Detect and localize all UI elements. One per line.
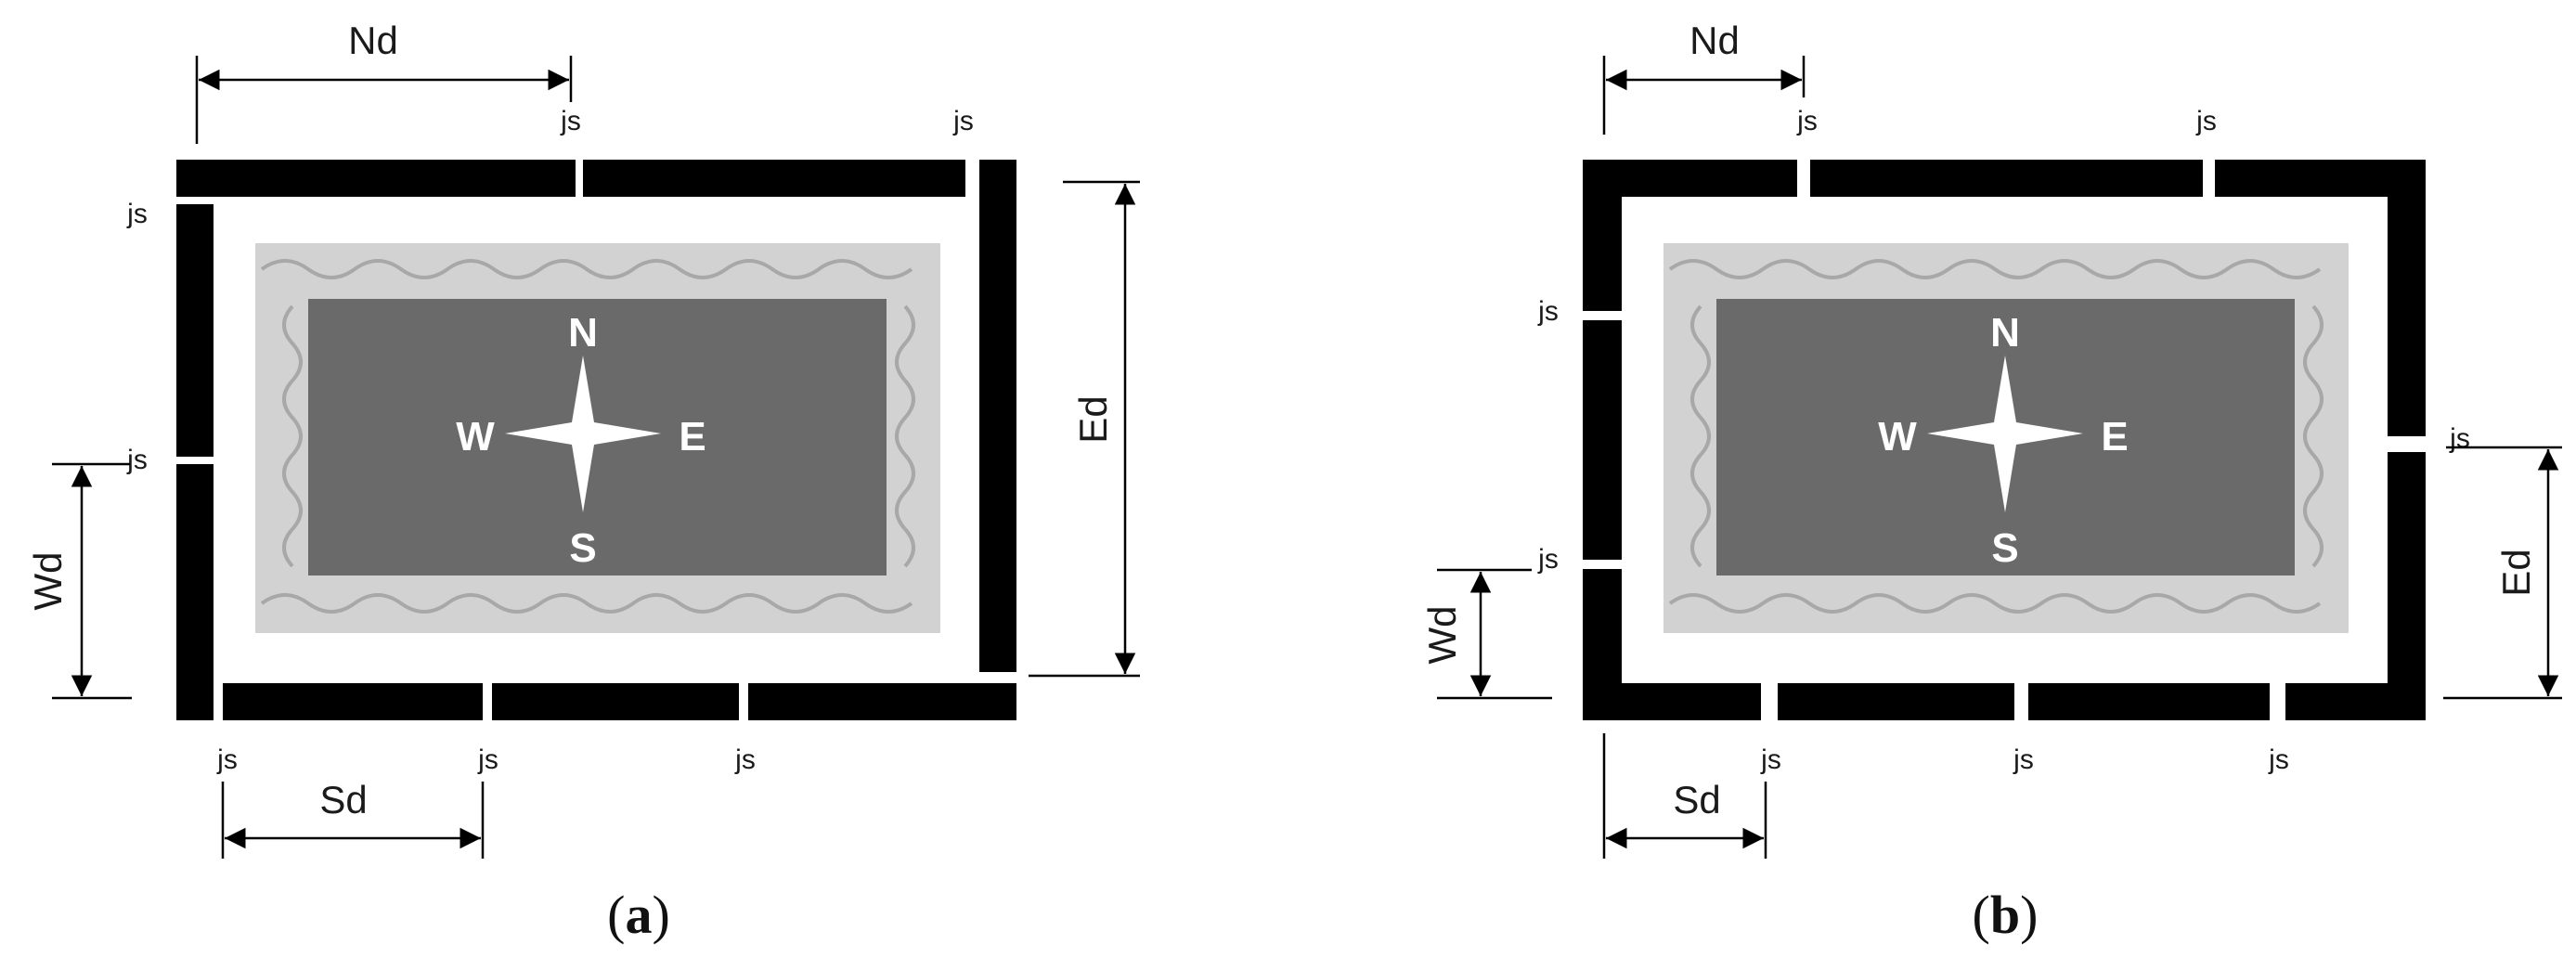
compass-n-b: N: [1990, 310, 2020, 356]
joint-label: js: [126, 445, 148, 475]
dimension-label-north-b: Nd: [1689, 19, 1740, 62]
dimension-label-north-a: Nd: [348, 19, 398, 62]
compass-a: N S W E: [456, 310, 705, 571]
compass-s-a: S: [569, 525, 596, 571]
dimension-label-east-b: Ed: [2494, 549, 2538, 596]
compass-w-b: W: [1878, 414, 1917, 459]
walls-a: [176, 160, 1016, 720]
dimension-west-b: [1437, 568, 1552, 700]
wall-north-a-1: [176, 160, 576, 197]
wall-southeast-b: [2285, 452, 2426, 720]
caption-b: (b): [1973, 885, 2039, 945]
joint-label: js: [126, 199, 148, 229]
wall-west-a-2: [176, 464, 214, 720]
compass-e-b: E: [2101, 414, 2128, 459]
compass-e-a: E: [679, 414, 705, 459]
joint-label: js: [477, 744, 498, 775]
joint-label: js: [2013, 744, 2034, 775]
joint-label: js: [1537, 544, 1559, 575]
walls-b: [1583, 160, 2426, 720]
dimension-label-west-b: Wd: [1420, 606, 1464, 665]
dimension-label-south-a: Sd: [319, 778, 367, 821]
caption-a: (a): [607, 885, 670, 945]
dimension-east-b: [2443, 446, 2562, 700]
dimension-east-a: [1029, 180, 1140, 678]
joint-label: js: [216, 744, 238, 775]
joint-label: js: [2195, 106, 2217, 136]
joint-label: js: [560, 106, 581, 136]
joint-label: js: [2268, 744, 2289, 775]
wall-south-b-2: [1778, 683, 2014, 720]
wave-pattern-b: [1668, 259, 2324, 614]
wall-northeast-b: [2215, 160, 2426, 436]
wall-north-b-2: [1810, 160, 2203, 197]
wall-south-a-3: [748, 683, 1016, 720]
joint-label: js: [734, 744, 756, 775]
dimension-label-east-a: Ed: [1071, 395, 1115, 443]
joint-labels-b: js js js js js js js js: [1537, 106, 2470, 775]
compass-b: N S W E: [1878, 310, 2128, 571]
compass-star-b: [1927, 356, 2083, 512]
joint-label: js: [1537, 296, 1559, 327]
compass-w-a: W: [456, 414, 495, 459]
joint-label: js: [1796, 106, 1818, 136]
wall-south-a-2: [492, 683, 739, 720]
joint-label: js: [2449, 423, 2470, 454]
wall-east-a: [979, 160, 1016, 672]
joint-label: js: [1760, 744, 1781, 775]
wall-south-a-1: [223, 683, 483, 720]
dimension-south-b: [1602, 733, 1767, 859]
panel-a: N S W E js js js js js js js: [26, 19, 1140, 945]
dimension-label-south-b: Sd: [1673, 778, 1720, 821]
wall-west-b-2: [1583, 320, 1622, 560]
wave-pattern-a: [260, 259, 915, 614]
wall-southwest-b: [1583, 569, 1761, 720]
dimension-south-a: [221, 782, 485, 859]
compass-n-a: N: [568, 310, 598, 356]
dimension-north-b: [1602, 56, 1806, 135]
wall-south-b-3: [2028, 683, 2270, 720]
joint-label: js: [952, 106, 974, 136]
wall-north-a-2: [583, 160, 965, 197]
compass-s-b: S: [1991, 525, 2018, 571]
panel-b: N S W E js js js js js js js js: [1420, 19, 2562, 945]
joint-labels-a: js js js js js js js: [126, 106, 974, 775]
wall-northwest-b: [1583, 160, 1797, 311]
wall-west-a-1: [176, 204, 214, 457]
dimension-west-a: [52, 462, 132, 700]
dimension-label-west-a: Wd: [26, 552, 70, 611]
compass-star-a: [505, 356, 661, 512]
dimension-north-a: [195, 56, 573, 144]
